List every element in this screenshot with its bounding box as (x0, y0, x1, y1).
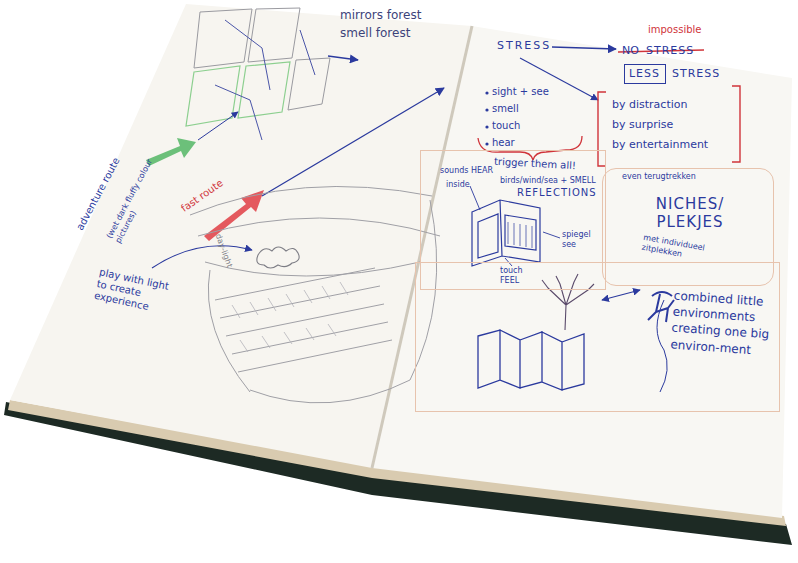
frame-text: LESS (625, 67, 664, 80)
handwritten-note: smell forest (340, 26, 410, 40)
mirror-panel-sketch (238, 62, 290, 118)
red-brace (478, 136, 582, 160)
bullet-dots (485, 91, 488, 145)
tree-sketch (542, 274, 594, 330)
bullet-dot (485, 142, 488, 145)
spine-gutter (372, 26, 472, 468)
ink-arrow (328, 56, 358, 60)
handwritten-note: smell (492, 103, 519, 115)
handwritten-note: hear (492, 137, 515, 149)
handwritten-note: inside (446, 180, 470, 190)
ink-arrow (262, 88, 444, 196)
ink-leader (470, 186, 480, 210)
ink-leader (543, 232, 560, 238)
frame-text: REFLECTIONS (517, 187, 597, 199)
red-bracket (732, 86, 740, 162)
handwritten-note: mirrors forest (340, 8, 421, 22)
niche-sketch (472, 200, 540, 266)
red-route-arrow (204, 190, 264, 241)
pencil-blob-sketch (257, 247, 299, 268)
handwritten-note: by entertainment (612, 138, 708, 151)
handwritten-note: touch (492, 120, 520, 132)
right-page (372, 26, 792, 518)
pencil-tunnel-sketch (190, 186, 440, 402)
handwritten-note: trigger them all! (494, 156, 577, 172)
sketch-frame: combined little environments creating on… (415, 262, 780, 412)
ink-bracket-curve (657, 300, 667, 392)
ink-arrow (198, 112, 238, 140)
handwritten-note: day-light (213, 233, 234, 269)
handwritten-note: sounds HEAR (440, 166, 493, 176)
pencil-hatching (232, 282, 348, 352)
folding-screens-sketch (478, 330, 584, 390)
bullet-dot (485, 125, 488, 128)
frame-text: NICHES/ PLEKJES (645, 195, 735, 231)
handwritten-note: STRESS (672, 67, 720, 80)
handwritten-note: (wet dark fluffy colour pictures) (105, 139, 174, 245)
handwritten-note: by distraction (612, 98, 687, 111)
handwritten-note: even terugtrekken (622, 172, 702, 182)
handwritten-note: fast route (179, 177, 226, 215)
handwritten-note: touch FEEL (500, 266, 544, 285)
handwritten-note: birds/wind/sea + SMELL (500, 176, 596, 186)
handwritten-note: STRESS (497, 39, 551, 52)
ink-double-arrow (602, 290, 640, 300)
mirror-panel-sketch (248, 8, 300, 62)
mirror-panel-sketch (288, 58, 330, 110)
mirror-reflection-lines (215, 20, 315, 140)
niche-hatching (508, 222, 532, 248)
handwritten-note: play with light to create experience (93, 266, 177, 317)
mirror-panel-sketch (186, 66, 240, 126)
handwritten-note: NO (622, 44, 639, 57)
handwritten-note: STRESS (646, 44, 694, 57)
handwritten-note: spiegel see (562, 230, 598, 249)
handwritten-note: impossible (648, 24, 701, 36)
bullet-dot (485, 108, 488, 111)
red-bracket (598, 92, 606, 166)
sketch-frame: NICHES/ PLEKJES (602, 168, 774, 286)
handwritten-note: by surprise (612, 118, 673, 131)
mirror-panel-sketch (194, 9, 252, 68)
sketch-frame: LESS (624, 64, 666, 84)
bullet-dot (485, 91, 488, 94)
ink-curved-arrow (152, 246, 252, 268)
handwritten-note: sight + see (492, 86, 549, 98)
frame-text: combined little environments creating on… (670, 288, 776, 360)
ink-arrow (552, 47, 616, 49)
